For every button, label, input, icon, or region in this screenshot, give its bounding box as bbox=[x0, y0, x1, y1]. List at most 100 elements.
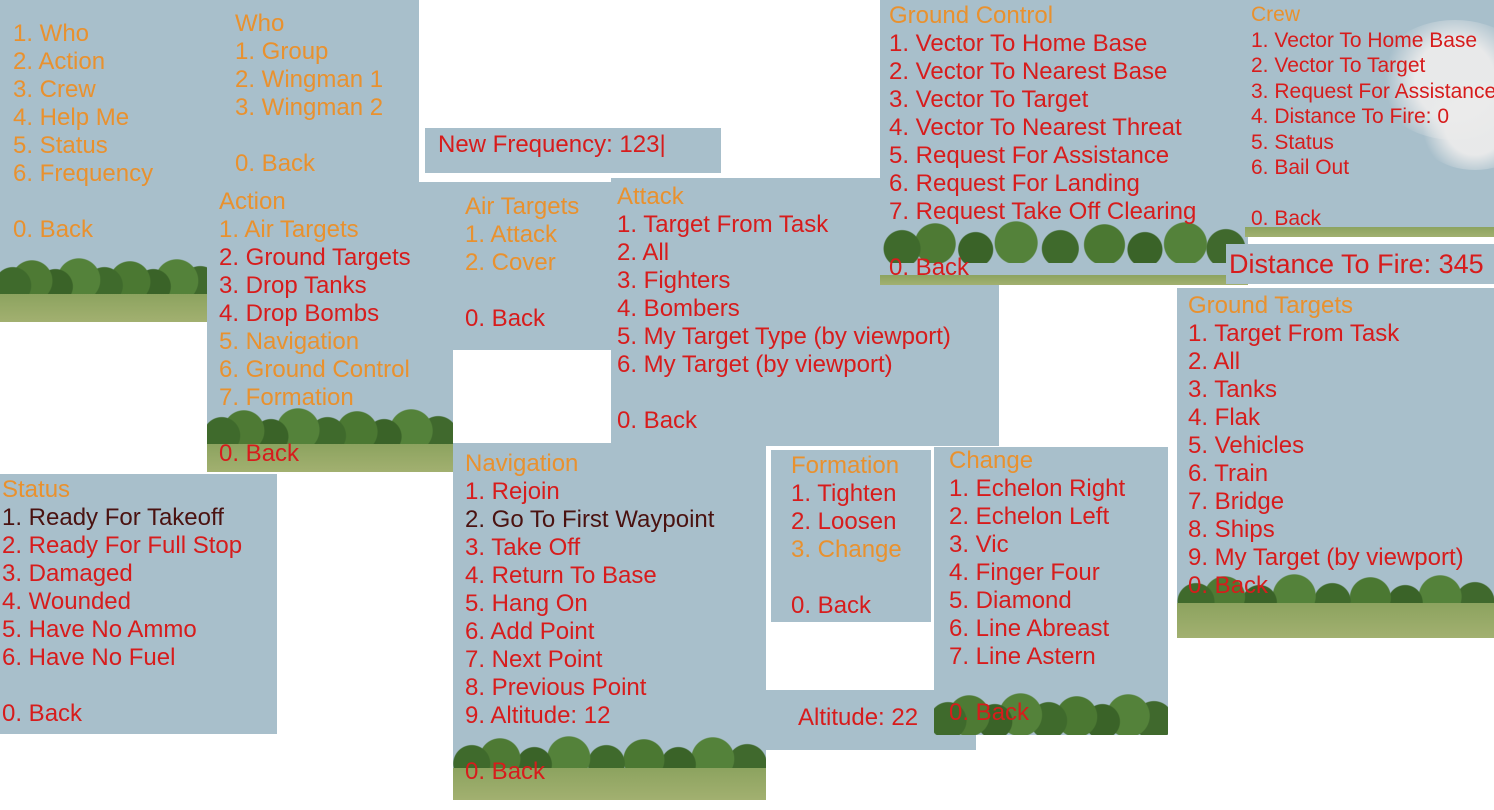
menu-item-back[interactable]: 0. Back bbox=[235, 150, 316, 177]
menu-spacer bbox=[1251, 181, 1494, 207]
crew-menu-panel: Crew 1. Vector To Home Base 2. Vector To… bbox=[1245, 0, 1494, 237]
menu-item-ready-for-full-stop[interactable]: 2. Ready For Full Stop bbox=[2, 532, 243, 559]
menu-item-ground-targets[interactable]: 2. Ground Targets bbox=[219, 244, 411, 271]
menu-item-request-takeoff[interactable]: 7. Request Take Off Clearing bbox=[889, 198, 1197, 225]
menu-item-take-off[interactable]: 3. Take Off bbox=[465, 534, 581, 561]
menu-item-loosen[interactable]: 2. Loosen bbox=[791, 508, 897, 535]
frequency-input-panel[interactable]: New Frequency: 123| bbox=[425, 128, 721, 173]
menu-item-echelon-left[interactable]: 2. Echelon Left bbox=[949, 503, 1110, 530]
menu-title: Ground Targets bbox=[1188, 292, 1353, 319]
menu-item-attack[interactable]: 1. Attack bbox=[465, 221, 558, 248]
menu-item-drop-tanks[interactable]: 3. Drop Tanks bbox=[219, 272, 367, 299]
menu-item-status[interactable]: 5. Status bbox=[1251, 130, 1334, 154]
navigation-menu-list: Navigation 1. Rejoin 2. Go To First Wayp… bbox=[465, 450, 714, 786]
menu-item-wingman-2[interactable]: 3. Wingman 2 bbox=[235, 94, 384, 121]
menu-item-line-abreast[interactable]: 6. Line Abreast bbox=[949, 615, 1110, 642]
menu-item-request-assistance[interactable]: 5. Request For Assistance bbox=[889, 142, 1170, 169]
menu-item-wounded[interactable]: 4. Wounded bbox=[2, 588, 131, 615]
menu-item-distance-to-fire[interactable]: 4. Distance To Fire: 0 bbox=[1251, 105, 1450, 128]
menu-item-bridge[interactable]: 7. Bridge bbox=[1188, 488, 1285, 515]
menu-item-back[interactable]: 0. Back bbox=[13, 216, 94, 243]
menu-item-add-point[interactable]: 6. Add Point bbox=[465, 618, 595, 645]
altitude-input[interactable]: Altitude: 22 bbox=[798, 704, 919, 731]
menu-item-go-to-first-waypoint[interactable]: 2. Go To First Waypoint bbox=[465, 506, 715, 533]
menu-item-train[interactable]: 6. Train bbox=[1188, 460, 1269, 487]
menu-item-back[interactable]: 0. Back bbox=[889, 254, 970, 281]
menu-item-formation[interactable]: 7. Formation bbox=[219, 384, 354, 411]
frequency-input[interactable]: New Frequency: 123| bbox=[438, 131, 666, 158]
menu-item-frequency[interactable]: 6. Frequency bbox=[13, 160, 154, 187]
ground-targets-menu-list: Ground Targets 1. Target From Task 2. Al… bbox=[1188, 292, 1464, 600]
menu-item-vector-nearest-base[interactable]: 2. Vector To Nearest Base bbox=[889, 58, 1168, 85]
menu-item-back[interactable]: 0. Back bbox=[465, 305, 546, 332]
menu-item-ground-control[interactable]: 6. Ground Control bbox=[219, 356, 410, 383]
menu-item-echelon-right[interactable]: 1. Echelon Right bbox=[949, 475, 1126, 502]
menu-item-back[interactable]: 0. Back bbox=[1251, 207, 1322, 230]
menu-item-target-from-task[interactable]: 1. Target From Task bbox=[1188, 320, 1400, 347]
menu-item-request-assistance[interactable]: 3. Request For Assistance bbox=[1251, 79, 1494, 103]
menu-item-vector-home-base[interactable]: 1. Vector To Home Base bbox=[889, 30, 1148, 57]
menu-item-previous-point[interactable]: 8. Previous Point bbox=[465, 674, 647, 701]
menu-item-vector-target[interactable]: 2. Vector To Target bbox=[1251, 54, 1426, 77]
menu-item-request-landing[interactable]: 6. Request For Landing bbox=[889, 170, 1140, 197]
menu-item-vic[interactable]: 3. Vic bbox=[949, 531, 1009, 558]
menu-item-return-to-base[interactable]: 4. Return To Base bbox=[465, 562, 657, 589]
menu-spacer bbox=[235, 122, 383, 150]
menu-item-vehicles[interactable]: 5. Vehicles bbox=[1188, 432, 1305, 459]
menu-item-fighters[interactable]: 3. Fighters bbox=[617, 267, 731, 294]
menu-item-bombers[interactable]: 4. Bombers bbox=[617, 295, 740, 322]
menu-item-ready-for-takeoff[interactable]: 1. Ready For Takeoff bbox=[2, 504, 224, 531]
menu-item-tighten[interactable]: 1. Tighten bbox=[791, 480, 897, 507]
menu-item-back[interactable]: 0. Back bbox=[791, 592, 872, 619]
menu-item-all[interactable]: 2. All bbox=[617, 239, 670, 266]
menu-item-back[interactable]: 0. Back bbox=[617, 407, 698, 434]
menu-item-change[interactable]: 3. Change bbox=[791, 536, 902, 563]
menu-item-target-from-task[interactable]: 1. Target From Task bbox=[617, 211, 829, 238]
menu-item-air-targets[interactable]: 1. Air Targets bbox=[219, 216, 359, 243]
menu-item-finger-four[interactable]: 4. Finger Four bbox=[949, 559, 1100, 586]
menu-item-action[interactable]: 2. Action bbox=[13, 48, 106, 75]
menu-item-help-me[interactable]: 4. Help Me bbox=[13, 104, 130, 131]
formation-menu-panel: Formation 1. Tighten 2. Loosen 3. Change… bbox=[771, 450, 931, 622]
menu-item-altitude[interactable]: 9. Altitude: 12 bbox=[465, 702, 611, 729]
menu-spacer bbox=[2, 672, 242, 700]
menu-item-ships[interactable]: 8. Ships bbox=[1188, 516, 1275, 543]
menu-item-flak[interactable]: 4. Flak bbox=[1188, 404, 1261, 431]
menu-item-bail-out[interactable]: 6. Bail Out bbox=[1251, 156, 1350, 179]
menu-item-navigation[interactable]: 5. Navigation bbox=[219, 328, 360, 355]
menu-item-rejoin[interactable]: 1. Rejoin bbox=[465, 478, 560, 505]
status-menu-list: Status 1. Ready For Takeoff 2. Ready For… bbox=[2, 476, 242, 728]
menu-item-back[interactable]: 0. Back bbox=[949, 699, 1030, 726]
menu-item-vector-target[interactable]: 3. Vector To Target bbox=[889, 86, 1089, 113]
menu-item-tanks[interactable]: 3. Tanks bbox=[1188, 376, 1277, 403]
menu-item-wingman-1[interactable]: 2. Wingman 1 bbox=[235, 66, 384, 93]
menu-item-hang-on[interactable]: 5. Hang On bbox=[465, 590, 588, 617]
menu-item-have-no-ammo[interactable]: 5. Have No Ammo bbox=[2, 616, 197, 643]
menu-item-who[interactable]: 1. Who bbox=[13, 20, 90, 47]
menu-spacer bbox=[465, 730, 714, 758]
menu-item-status[interactable]: 5. Status bbox=[13, 132, 108, 159]
menu-item-back[interactable]: 0. Back bbox=[1188, 572, 1269, 599]
menu-item-line-astern[interactable]: 7. Line Astern bbox=[949, 643, 1096, 670]
menu-item-back[interactable]: 0. Back bbox=[219, 440, 300, 467]
menu-item-my-target-type[interactable]: 5. My Target Type (by viewport) bbox=[617, 323, 951, 350]
menu-item-cover[interactable]: 2. Cover bbox=[465, 249, 556, 276]
menu-title: Crew bbox=[1251, 3, 1301, 26]
air-targets-menu-panel: Air Targets 1. Attack 2. Cover 0. Back bbox=[453, 182, 613, 350]
menu-item-vector-home-base[interactable]: 1. Vector To Home Base bbox=[1251, 28, 1478, 52]
menu-item-my-target[interactable]: 6. My Target (by viewport) bbox=[617, 351, 893, 378]
menu-item-back[interactable]: 0. Back bbox=[2, 700, 83, 727]
menu-item-my-target[interactable]: 9. My Target (by viewport) bbox=[1188, 544, 1464, 571]
menu-item-diamond[interactable]: 5. Diamond bbox=[949, 587, 1072, 614]
menu-item-back[interactable]: 0. Back bbox=[465, 758, 546, 785]
menu-item-drop-bombs[interactable]: 4. Drop Bombs bbox=[219, 300, 380, 327]
menu-item-have-no-fuel[interactable]: 6. Have No Fuel bbox=[2, 644, 176, 671]
menu-item-damaged[interactable]: 3. Damaged bbox=[2, 560, 133, 587]
menu-item-all[interactable]: 2. All bbox=[1188, 348, 1241, 375]
menu-item-next-point[interactable]: 7. Next Point bbox=[465, 646, 603, 673]
ground-targets-menu-panel: Ground Targets 1. Target From Task 2. Al… bbox=[1177, 288, 1494, 638]
menu-item-group[interactable]: 1. Group bbox=[235, 38, 329, 65]
menu-item-vector-nearest-threat[interactable]: 4. Vector To Nearest Threat bbox=[889, 114, 1182, 141]
menu-title: Air Targets bbox=[465, 193, 580, 220]
menu-item-crew[interactable]: 3. Crew bbox=[13, 76, 96, 103]
